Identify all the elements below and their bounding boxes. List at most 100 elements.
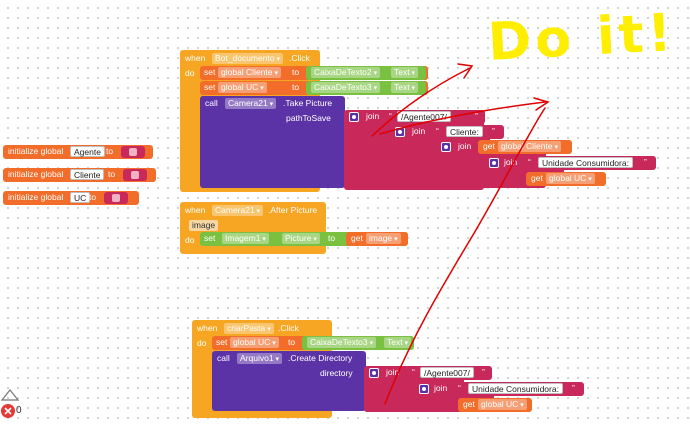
variable-dropdown[interactable]: image [366, 233, 401, 244]
component-dropdown[interactable]: CaixaDeTexto3 [311, 82, 381, 93]
mutator-gear-icon[interactable] [441, 142, 451, 152]
method-label: .Create Directory [288, 353, 353, 363]
textbox-text-getter[interactable]: CaixaDeTexto2 Text [306, 66, 426, 80]
component-dropdown[interactable]: Arquivo1 [237, 353, 283, 364]
call-arquivo-create-directory-block[interactable]: call Arquivo1 .Create Directory director… [212, 351, 366, 411]
get-global-uc-block[interactable]: get global UC [458, 398, 532, 412]
error-count: 0 [16, 405, 22, 416]
mutator-gear-icon[interactable] [419, 384, 429, 394]
call-camera-take-picture-block[interactable]: call Camera21 .Take Picture pathToSave [200, 96, 345, 188]
to-label: to [328, 233, 336, 243]
component-dropdown[interactable]: CaixaDeTexto3 [307, 337, 377, 348]
mutator-gear-icon[interactable] [489, 158, 499, 168]
text-string-block[interactable]: “ Unidade Consumidora: ” [524, 156, 656, 170]
empty-string-icon [112, 194, 120, 202]
quote-open: “ [389, 111, 392, 121]
get-label: get [463, 399, 475, 409]
text-field[interactable]: Cliente: [446, 126, 483, 137]
init-global-label: initialize global [8, 192, 64, 202]
set-label: set [204, 67, 216, 77]
text-string-block[interactable]: “ Unidade Consumidora: ” [454, 382, 584, 396]
get-global-uc-block[interactable]: get global UC [526, 172, 606, 186]
workspace-warning-indicator[interactable] [0, 388, 20, 422]
quote-close: ” [644, 157, 647, 167]
text-field[interactable]: Unidade Consumidora: [468, 383, 563, 394]
property-dropdown[interactable]: Picture [282, 233, 320, 244]
component-dropdown[interactable]: Bot_documento [212, 53, 284, 64]
mutator-gear-icon[interactable] [349, 112, 359, 122]
to-label: to [288, 337, 296, 347]
variable-dropdown[interactable]: global UC [230, 337, 279, 348]
get-label: get [351, 233, 363, 243]
set-label: set [204, 233, 216, 243]
text-string-block[interactable]: “ Cliente: ” [432, 125, 504, 139]
do-label: do [197, 338, 207, 348]
quote-close: ” [572, 383, 575, 393]
text-field[interactable]: /Agente007/ [397, 111, 451, 122]
to-label: to [89, 192, 97, 202]
join-label: join [412, 126, 426, 136]
call-label: call [205, 98, 218, 108]
variable-dropdown[interactable]: global UC [478, 399, 527, 410]
empty-text-block[interactable] [123, 169, 147, 181]
global-name-field[interactable]: Agente [70, 146, 105, 157]
textbox-text-getter[interactable]: CaixaDeTexto3 Text [306, 81, 426, 95]
do-label: do [185, 68, 195, 78]
init-global-agente-block[interactable]: initialize global Agente to [3, 145, 153, 159]
variable-dropdown[interactable]: global Cliente [498, 141, 561, 152]
text-field[interactable]: Unidade Consumidora: [538, 157, 633, 168]
call-label: call [217, 353, 230, 363]
property-dropdown[interactable]: Text [384, 337, 412, 348]
variable-dropdown[interactable]: global UC [218, 82, 267, 93]
text-string-block[interactable]: “ /Agente007/ ” [408, 366, 492, 380]
param-label: directory [320, 368, 353, 378]
do-it-annotation: Do it! [486, 3, 677, 73]
quote-open: “ [458, 383, 461, 393]
join-label: join [434, 383, 448, 393]
property-dropdown[interactable]: Text [391, 82, 419, 93]
component-dropdown[interactable]: criarPasta [224, 323, 274, 334]
empty-text-block[interactable] [121, 146, 145, 158]
join-label: join [458, 141, 472, 151]
text-string-block[interactable]: “ /Agente007/ ” [385, 110, 485, 124]
init-global-uc-block[interactable]: initialize global UC to [3, 191, 139, 205]
param-label: pathToSave [286, 113, 331, 123]
event-param-image[interactable]: image [189, 220, 219, 231]
to-label: to [292, 67, 300, 77]
get-label: get [531, 173, 543, 183]
property-dropdown[interactable]: Text [391, 67, 419, 78]
global-name-field[interactable]: Cliente [70, 169, 105, 180]
error-x-mark [4, 407, 12, 415]
init-global-cliente-block[interactable]: initialize global Cliente to [3, 168, 156, 182]
quote-close: ” [475, 111, 478, 121]
to-label: to [292, 82, 300, 92]
component-dropdown[interactable]: Camera21 [212, 205, 264, 216]
init-global-label: initialize global [8, 169, 64, 179]
quote-open: “ [436, 126, 439, 136]
join-label: join [366, 111, 380, 121]
event-block-camera-after-picture[interactable]: when Camera21 .After Picture image do [180, 202, 326, 254]
get-image-block[interactable]: get image [346, 232, 408, 246]
empty-string-icon [129, 148, 137, 156]
global-name-field[interactable]: UC [70, 192, 91, 203]
component-dropdown[interactable]: Imagem1 [222, 233, 269, 244]
arrow-head [533, 97, 550, 111]
warning-triangle-icon [0, 389, 20, 401]
text-field[interactable]: /Agente007/ [420, 367, 474, 378]
empty-text-block[interactable] [104, 192, 128, 204]
do-label: do [185, 235, 195, 245]
set-label: set [204, 82, 216, 92]
component-dropdown[interactable]: CaixaDeTexto2 [311, 67, 381, 78]
mutator-gear-icon[interactable] [395, 127, 405, 137]
event-label: .Click [289, 53, 310, 63]
quote-close: ” [492, 126, 495, 136]
arrow-head [457, 63, 474, 79]
variable-dropdown[interactable]: global UC [546, 173, 595, 184]
textbox-text-getter[interactable]: CaixaDeTexto3 Text [302, 336, 414, 350]
variable-dropdown[interactable]: global Cliente [218, 67, 281, 78]
quote-open: “ [412, 367, 415, 377]
get-global-cliente-block[interactable]: get global Cliente [478, 140, 572, 154]
join-label: join [504, 157, 518, 167]
mutator-gear-icon[interactable] [369, 368, 379, 378]
component-dropdown[interactable]: Camera21 [225, 98, 277, 109]
